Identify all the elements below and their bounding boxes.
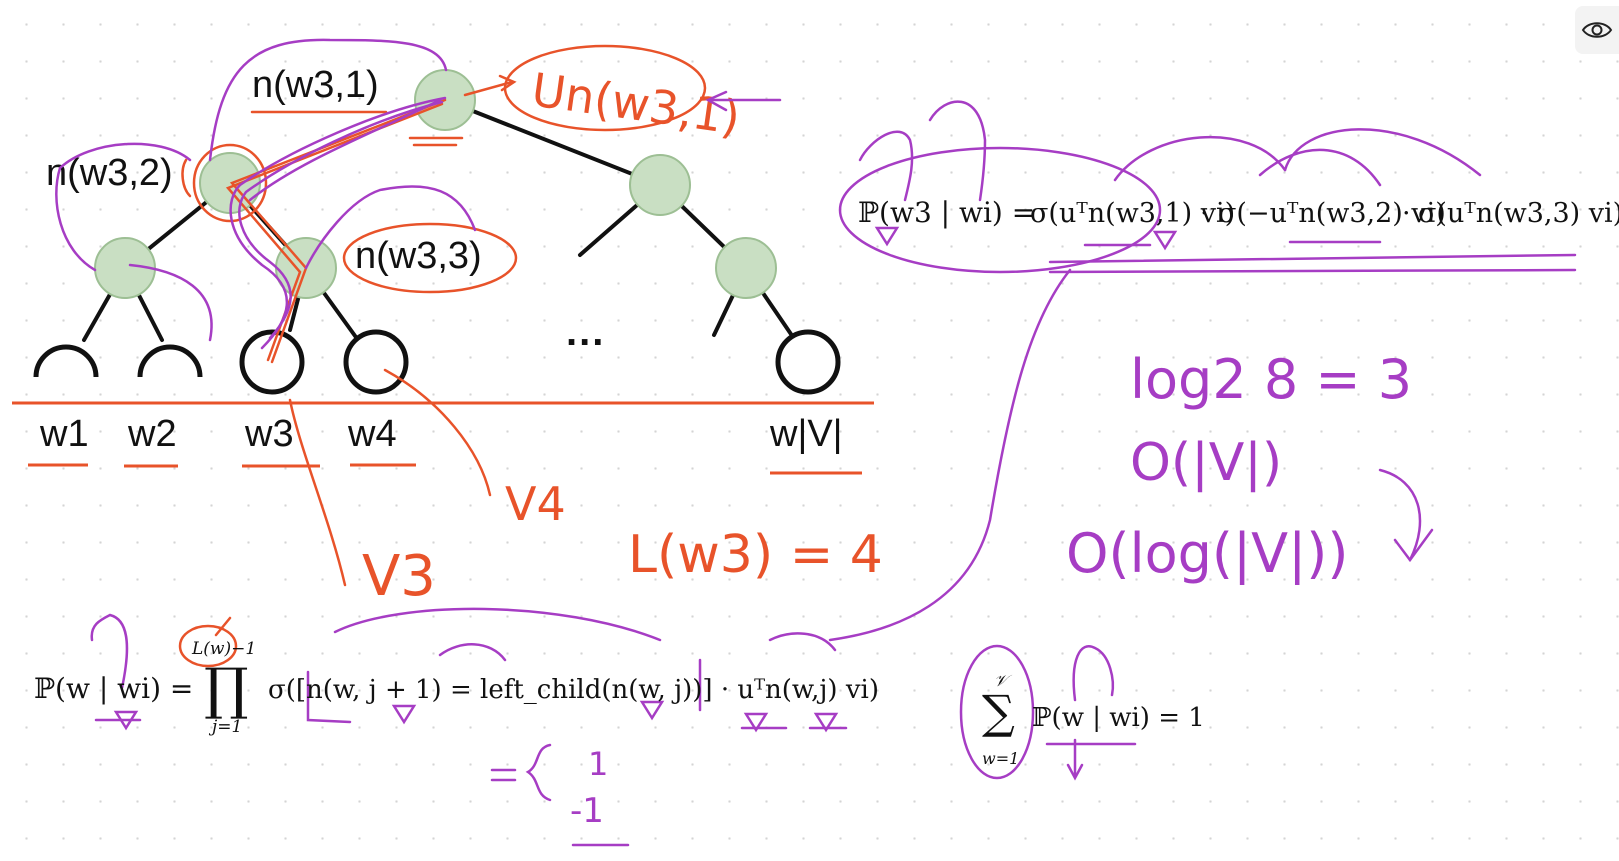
leaf-w2 [137,344,203,378]
leaf-nodes [33,329,841,395]
main-prod-lower: j=1 [208,717,242,737]
node-label-n2: n(w3,2) [46,152,173,194]
sum-symbol: ∑ [982,685,1015,739]
leaf-w1 [33,344,99,378]
leaf-label-wv: w|V| [769,413,843,455]
view-toggle-button[interactable] [1575,6,1619,54]
leaf-labels: w1 w2 w3 w4 w|V| [39,413,843,455]
example-lhs: ℙ(w3 | wi) = [858,196,1035,229]
leaf-underlines [28,463,862,475]
o-log-note: O(log(|V|)) [1066,522,1348,585]
formula-sum: 𝒱 ∑ w=1 ℙ(w | wi) = 1 [982,671,1205,768]
sign-one: 1 [588,745,608,783]
leaf-label-w2: w2 [127,413,177,455]
u-note: Un(w3,1) [528,62,743,145]
main-body: σ([n(w, j + 1) = left_child(n(w, j))] · … [268,675,879,705]
node-label-n1: n(w3,1) [252,64,379,106]
eye-icon [1581,22,1613,38]
path-length-note: L(w3) = 4 [628,525,883,585]
example-dot-1: · [1200,198,1209,229]
tree-ellipsis: ... [566,310,605,354]
sum-body: ℙ(w | wi) = 1 [1032,703,1205,733]
leaf-w4 [343,329,409,395]
v4-note: V4 [505,477,566,531]
node-labels: n(w3,1) n(w3,2) n(w3,3) [46,64,482,277]
example-dot-2: · [1402,198,1411,229]
main-prod-symbol: ∏ [204,657,249,722]
sum-lower: w=1 [982,749,1019,768]
main-prod-upper: L(w)−1 [191,639,256,659]
tree-node-right [629,154,691,216]
purple-text: log2 8 = 3 O(|V|) O(log(|V|)) 1 -1 [570,348,1412,831]
sign-neg-one: -1 [570,791,604,831]
example-term-3: σ(uᵀn(w3,3) vi) [1418,198,1619,229]
o-v-note: O(|V|) [1130,433,1282,493]
leaf-label-w3: w3 [244,413,294,455]
tree-node-rr [715,237,777,299]
example-term-2: σ(−uᵀn(w3,2) vi) [1218,198,1446,229]
node-label-n3: n(w3,3) [355,235,482,277]
main-lhs: ℙ(w | wi) = [34,672,193,705]
example-term-1: σ(uᵀn(w3,1) vi) [1030,198,1235,229]
leaf-wv [775,329,841,395]
orange-ink [178,44,707,668]
formula-main: ℙ(w | wi) = L(w)−1 ∏ j=1 σ([n(w, j + 1) … [34,639,879,737]
leaf-label-w4: w4 [347,413,397,455]
leaf-label-w1: w1 [39,413,89,455]
formula-example: ℙ(w3 | wi) = σ(uᵀn(w3,1) vi) · σ(−uᵀn(w3… [858,196,1619,229]
log-note: log2 8 = 3 [1130,348,1412,411]
purple-ink [55,38,1577,847]
v3-note: V3 [362,544,436,609]
